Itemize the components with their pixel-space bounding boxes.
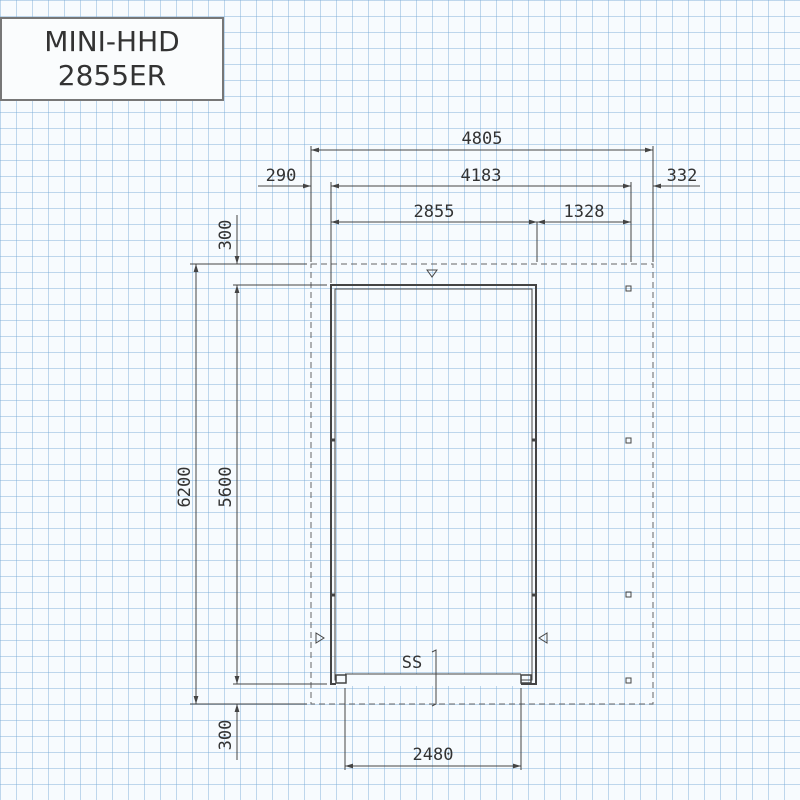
top-triangle-icon bbox=[426, 269, 438, 278]
dim-inner-width: 4183 bbox=[461, 166, 502, 186]
title-block: MINI-HHD 2855ER bbox=[0, 17, 224, 101]
dim-total-depth: 6200 bbox=[175, 467, 195, 508]
dim-unit-depth: 5600 bbox=[216, 467, 236, 508]
right-triangle-icon bbox=[538, 632, 548, 644]
ss-mark bbox=[431, 649, 437, 707]
dim-unit-width: 2855 bbox=[414, 202, 455, 222]
dimension-lines bbox=[193, 147, 700, 769]
left-triangle-icon bbox=[315, 632, 325, 644]
model-code: 2855ER bbox=[57, 59, 167, 92]
door-opening bbox=[335, 673, 532, 686]
door-label: SS bbox=[402, 653, 422, 673]
shed-walls bbox=[330, 284, 537, 685]
dim-bottom-margin: 300 bbox=[216, 720, 236, 751]
dim-extra-width: 1328 bbox=[564, 202, 605, 222]
direction-markers bbox=[315, 269, 548, 644]
dim-total-width: 4805 bbox=[462, 129, 503, 149]
foundation-outline bbox=[310, 263, 654, 705]
dim-door-width: 2480 bbox=[413, 745, 454, 765]
model-name: MINI-HHD bbox=[44, 25, 180, 58]
dim-top-margin: 300 bbox=[216, 220, 236, 251]
dim-right-margin: 332 bbox=[667, 166, 698, 186]
dim-left-margin: 290 bbox=[266, 166, 297, 186]
anchor-points bbox=[625, 285, 632, 684]
extension-lines bbox=[190, 146, 654, 770]
